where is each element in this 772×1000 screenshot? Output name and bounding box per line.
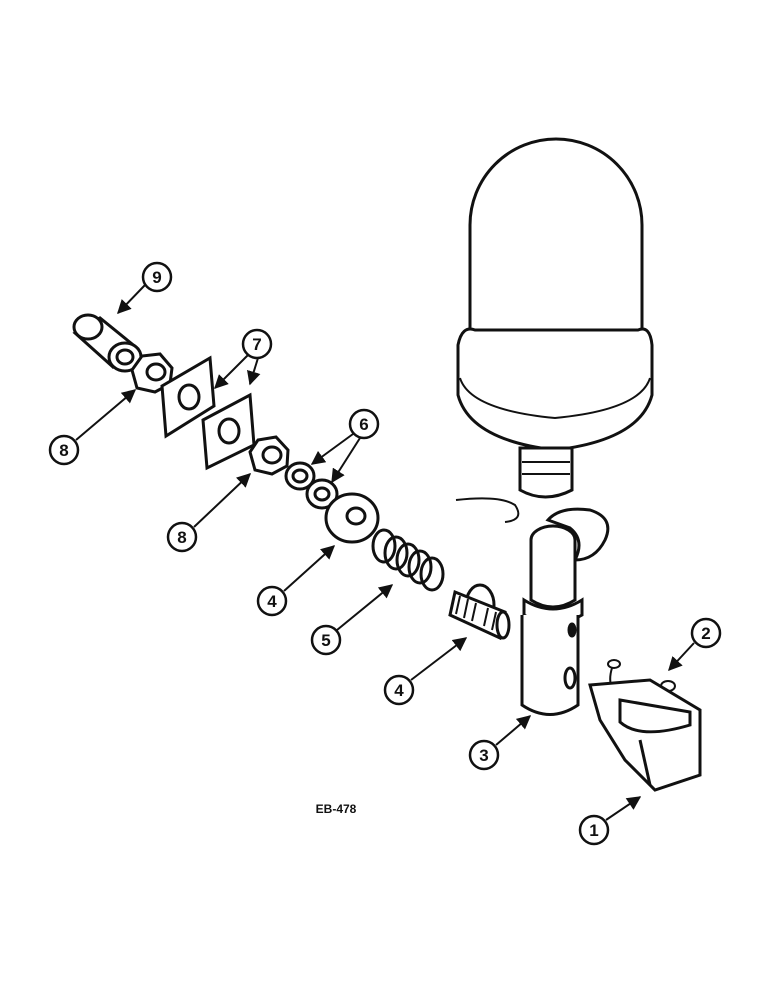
flat-washer <box>324 492 380 544</box>
coil-spring <box>371 528 445 592</box>
cap-part <box>72 313 143 373</box>
lock-washer-b <box>305 478 339 510</box>
lock-washer-a <box>284 461 316 491</box>
post-lower <box>520 615 580 716</box>
callout-8-lower: 8 <box>166 473 252 553</box>
lamp-dome <box>468 137 644 340</box>
callout-label: 8 <box>59 441 68 460</box>
callout-4-lower: 4 <box>383 637 468 706</box>
callout-label: 3 <box>479 746 488 765</box>
beacon-lamp <box>456 137 654 499</box>
callout-9: 9 <box>117 261 173 315</box>
mount-post <box>455 497 610 716</box>
housing-part <box>588 678 702 792</box>
callout-label: 4 <box>267 592 277 611</box>
nut-upper <box>130 352 174 394</box>
post-clamp <box>545 507 610 562</box>
callout-1: 1 <box>578 796 642 846</box>
plate-back <box>201 392 256 471</box>
plate-front <box>160 355 216 439</box>
callout-label: 8 <box>177 528 186 547</box>
callout-5: 5 <box>310 584 394 656</box>
callout-7: 7 <box>214 328 273 389</box>
wire-loop <box>455 497 520 523</box>
callout-label: 4 <box>394 681 404 700</box>
callout-6: 6 <box>310 408 380 484</box>
lamp-neck-threads <box>522 461 570 475</box>
lamp-base-ring <box>456 327 654 452</box>
callout-label: 5 <box>321 631 330 650</box>
callout-label: 2 <box>701 624 710 643</box>
callout-label: 7 <box>252 335 261 354</box>
callout-2: 2 <box>668 617 722 672</box>
callout-label: 1 <box>589 821 598 840</box>
callout-8-upper: 8 <box>48 389 137 466</box>
callout-label: 9 <box>152 268 161 287</box>
callout-4-upper: 4 <box>256 545 336 617</box>
lamp-base-band <box>459 377 651 420</box>
callout-label: 6 <box>359 415 368 434</box>
post-upper <box>529 540 577 609</box>
lamp-neck <box>518 446 574 499</box>
callout-3: 3 <box>468 715 532 771</box>
nut-lower <box>248 435 290 476</box>
threaded-stud <box>448 583 511 641</box>
post-hole-lower <box>563 666 577 690</box>
figure-code: EB-478 <box>316 802 357 816</box>
post-hole-upper <box>567 622 577 638</box>
